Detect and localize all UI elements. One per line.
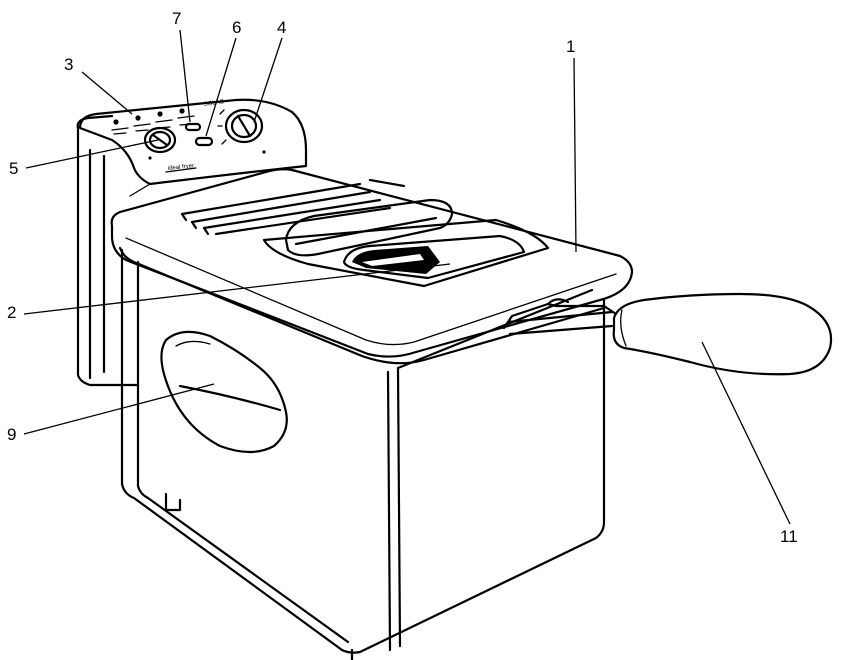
callout-label-5: 5 [9, 159, 18, 178]
rear-housing [76, 114, 140, 387]
thermostat-knob[interactable] [143, 126, 177, 160]
callout-1: 1 [566, 37, 577, 253]
lid [110, 168, 634, 365]
callout-7: 7 [172, 9, 191, 123]
filter-vents [180, 178, 406, 236]
logo-text: ideal fryer [168, 163, 195, 172]
callout-label-2: 2 [7, 303, 16, 322]
callout-label-11: 11 [780, 527, 798, 546]
temperature-markings [111, 108, 195, 135]
callout-label-3: 3 [64, 55, 73, 74]
callout-label-1: 1 [566, 37, 575, 56]
callout-label-9: 9 [7, 425, 16, 444]
control-panel: SOLAC ideal fryer [78, 98, 308, 197]
callout-4: 4 [253, 18, 286, 123]
callout-5: 5 [9, 139, 159, 178]
callout-label-7: 7 [172, 9, 181, 28]
callout-9: 9 [7, 383, 215, 444]
callout-label-6: 6 [232, 18, 241, 37]
callout-2: 2 [7, 263, 451, 322]
power-light [194, 136, 214, 147]
callout-6: 6 [205, 18, 241, 137]
fryer-tank [120, 248, 606, 660]
basket-handle[interactable] [502, 292, 833, 376]
ready-light [184, 122, 202, 132]
side-handle[interactable] [160, 330, 288, 454]
timer-knob[interactable] [217, 108, 266, 154]
indicator-lights [184, 122, 214, 147]
callout-3: 3 [64, 55, 133, 115]
callout-label-4: 4 [277, 18, 286, 37]
brand-text: SOLAC [203, 99, 225, 108]
viewing-window [262, 218, 550, 288]
callout-11: 11 [701, 341, 798, 546]
